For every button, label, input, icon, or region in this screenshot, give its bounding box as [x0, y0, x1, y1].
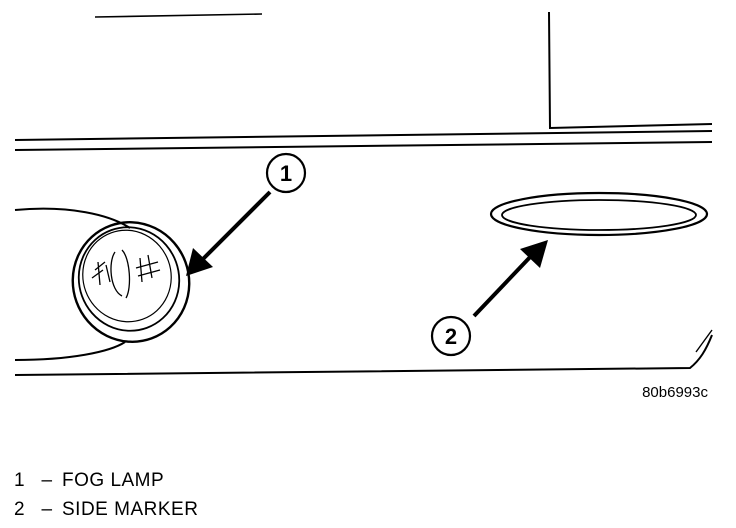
callout-1: 1 [186, 152, 307, 276]
fog-lamp-drawing [71, 221, 191, 343]
figure-code: 80b6993c [642, 384, 708, 401]
legend-item-side-marker: 2–SIDE MARKER [14, 495, 198, 524]
legend-item-fog-lamp: 1–FOG LAMP [14, 466, 198, 495]
callout-1-number: 1 [280, 161, 292, 186]
callout-2-number: 2 [445, 324, 457, 349]
legend-number: 1 [14, 470, 26, 491]
legend-dash: – [41, 499, 53, 520]
legend-label: SIDE MARKER [62, 499, 199, 520]
legend-dash: – [41, 470, 53, 491]
side-marker-drawing [489, 191, 709, 237]
legend-label: FOG LAMP [62, 470, 165, 491]
vehicle-outline [14, 11, 713, 376]
callout-2: 2 [430, 240, 548, 357]
legend-number: 2 [14, 499, 26, 520]
legend: 1–FOG LAMP 2–SIDE MARKER [14, 466, 198, 524]
